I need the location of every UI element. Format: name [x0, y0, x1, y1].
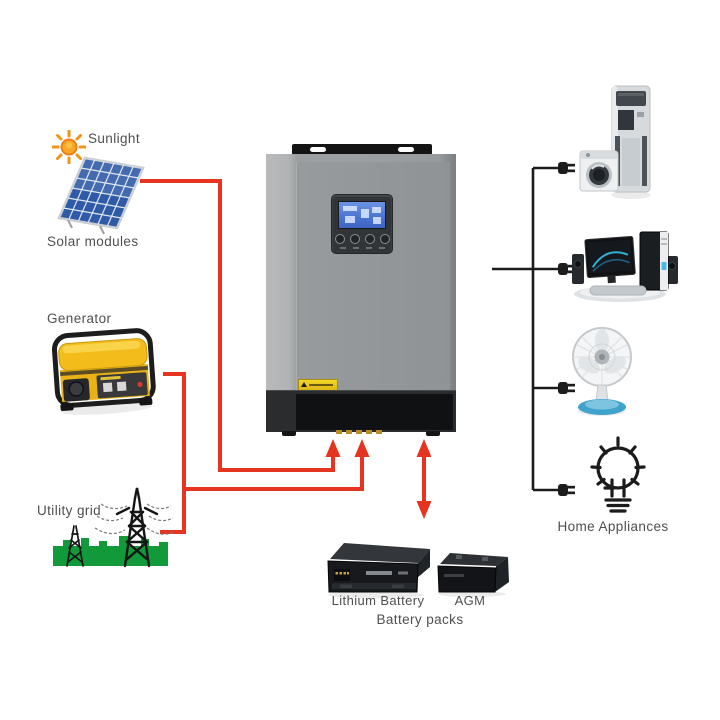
utility-to-inverter-wire: [184, 455, 364, 491]
inverter-button: [364, 234, 375, 244]
mounting-bracket: [292, 144, 432, 155]
inverter-button: [349, 234, 360, 244]
light-bulb-icon: [590, 436, 646, 513]
inverter-body: [266, 154, 456, 391]
inverter-icon: [266, 141, 456, 437]
lcd-buttons: [332, 234, 392, 244]
table-fan-icon: [572, 327, 632, 416]
up-arrow: [325, 439, 341, 457]
inverter-button: [379, 234, 390, 244]
lithium-battery-icon: [327, 543, 430, 599]
solar-panel-icon: [57, 156, 145, 235]
inverter-button: [334, 234, 345, 244]
sunlight-label: Sunlight: [88, 131, 140, 146]
dc-wires: [140, 179, 426, 534]
desktop-computer-icon: [572, 231, 678, 302]
power-plug-icon: [558, 162, 575, 174]
up-arrow: [354, 439, 370, 457]
up-arrow: [416, 439, 432, 457]
home-appliances-label: Home Appliances: [557, 519, 669, 534]
generator-utility-wire: [160, 372, 186, 534]
inverter-foot: [426, 431, 440, 436]
down-arrow: [416, 501, 432, 519]
battery-packs-label: Battery packs: [376, 612, 464, 627]
generator-icon: [51, 328, 156, 415]
washing-machine-icon: [579, 150, 619, 192]
generator-label: Generator: [47, 311, 112, 326]
lcd-module: [332, 195, 392, 253]
bracket-hole: [310, 147, 326, 152]
power-plug-icon: [558, 484, 575, 496]
agm-battery-icon: [437, 553, 509, 597]
lithium-battery-label: Lithium Battery: [331, 593, 425, 608]
terminal-connectors: [336, 430, 382, 434]
inverter-terminal-cover: [266, 390, 456, 434]
bracket-hole: [398, 147, 414, 152]
agm-battery-label: AGM: [454, 593, 486, 608]
dc-arrowheads: [325, 439, 432, 519]
utility-grid-label: Utility grid: [37, 503, 102, 518]
solar-to-inverter-wire: [140, 179, 335, 472]
utility-grid-icon: [53, 487, 175, 568]
inverter-foot: [282, 431, 296, 436]
lcd-screen: [338, 201, 386, 229]
sun-icon: [52, 130, 86, 164]
solar-modules-label: Solar modules: [47, 234, 139, 249]
ac-wires: [492, 166, 559, 492]
